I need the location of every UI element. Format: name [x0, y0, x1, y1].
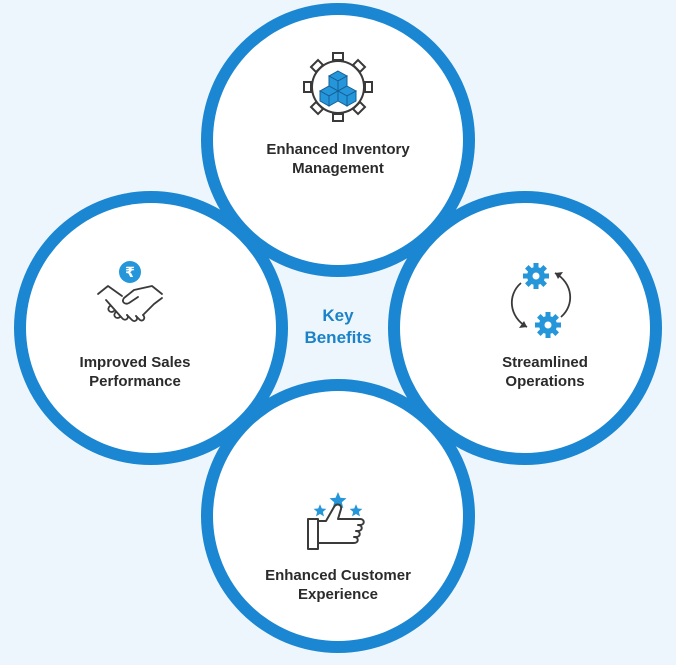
circle-left — [26, 203, 276, 453]
benefit-01-line1: Enhanced Inventory — [266, 141, 410, 158]
cycle-gears-icon — [511, 263, 571, 338]
benefit-02-label: Streamlined Operations — [465, 353, 625, 391]
gear-boxes-icon — [303, 52, 373, 122]
benefit-04-label: Improved Sales Performance — [55, 353, 215, 391]
thumbs-up-stars-icon — [307, 492, 365, 550]
handshake-rupee-icon: ₹ — [97, 261, 163, 322]
benefit-01-line2: Management — [292, 160, 384, 177]
center-title: Key Benefits — [288, 305, 388, 349]
benefit-03-line2: Experience — [297, 586, 379, 603]
benefit-03-label: Enhanced Customer Experience — [238, 566, 438, 604]
benefit-01-label: Enhanced Inventory Management — [238, 140, 438, 178]
petal-04-number: 04 — [227, 310, 261, 343]
stars-icon — [313, 492, 363, 517]
circle-top — [213, 15, 463, 265]
benefit-04-line1: Improved Sales — [79, 354, 191, 371]
benefit-02-line1: Streamlined — [502, 354, 588, 371]
center-title-line2: Benefits — [304, 328, 372, 347]
circle-right — [400, 203, 650, 453]
benefit-02-line2: Operations — [505, 373, 585, 390]
benefit-03-line1: Enhanced Customer — [265, 567, 411, 584]
svg-text:₹: ₹ — [125, 265, 135, 281]
petal-02-number: 02 — [415, 310, 449, 343]
petal-01-number: 01 — [321, 223, 355, 256]
petal-03-number: 03 — [321, 396, 355, 429]
center-title-line1: Key — [322, 306, 354, 325]
benefit-04-line2: Performance — [89, 373, 181, 390]
